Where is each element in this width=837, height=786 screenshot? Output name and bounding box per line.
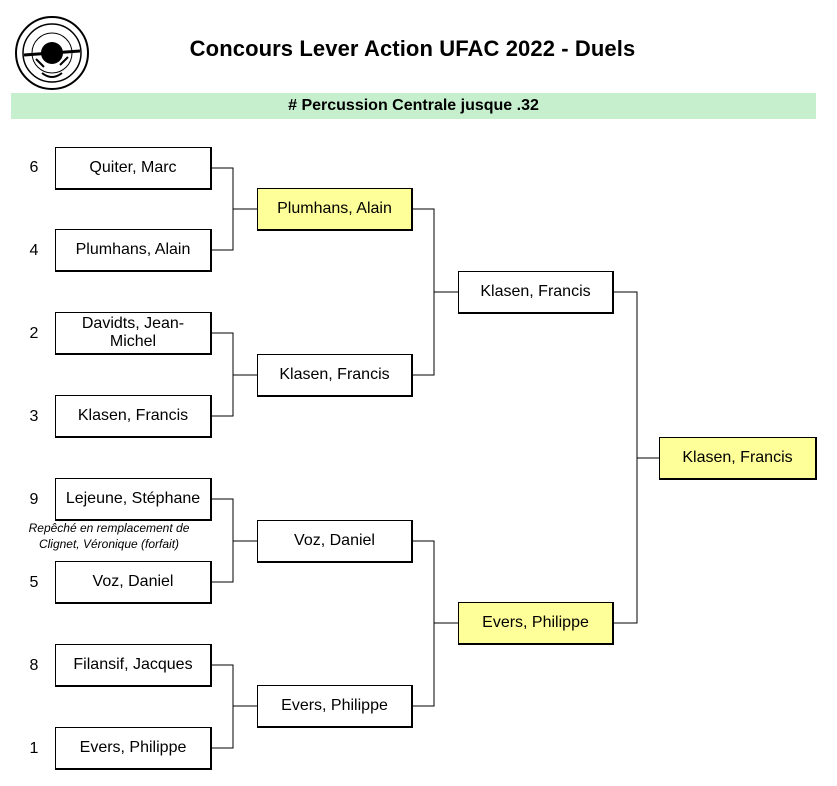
seed-number: 3 <box>29 408 39 425</box>
final-winner-box: Klasen, Francis <box>659 437 817 480</box>
page-title: Concours Lever Action UFAC 2022 - Duels <box>189 36 636 61</box>
logo-emblem-icon <box>15 16 89 90</box>
seed-number: 1 <box>29 740 39 757</box>
connector-r1-match3 <box>212 498 257 583</box>
seed-number: 8 <box>29 657 39 674</box>
round1-player-box: Davidts, Jean-Michel <box>55 312 212 355</box>
seed-number: 5 <box>29 574 39 591</box>
round1-player-box: Klasen, Francis <box>55 395 212 438</box>
category-banner: # Percussion Centrale jusque .32 <box>11 93 816 119</box>
round2-player-box: Voz, Daniel <box>257 520 413 563</box>
round1-player-box: Quiter, Marc <box>55 147 212 190</box>
ufac-logo <box>14 15 90 91</box>
round3-player-box: Klasen, Francis <box>458 271 614 314</box>
connector-r1-match1 <box>212 167 257 251</box>
round1-player-box: Filansif, Jacques <box>55 644 212 687</box>
round2-player-box: Evers, Philippe <box>257 685 413 728</box>
connector-r1-match2 <box>212 332 257 417</box>
seed-number: 4 <box>29 242 39 259</box>
seed-number: 9 <box>29 491 39 508</box>
round1-player-box: Voz, Daniel <box>55 561 212 604</box>
replacement-note: Repêché en remplacement de Clignet, Véro… <box>28 521 190 551</box>
connector-r3-final <box>614 291 659 624</box>
round2-player-box: Klasen, Francis <box>257 354 413 397</box>
connector-r2-match1 <box>413 208 458 376</box>
seed-number: 2 <box>29 325 39 342</box>
connector-r2-match2 <box>413 540 458 707</box>
round1-player-box: Evers, Philippe <box>55 727 212 770</box>
round1-player-box: Lejeune, Stéphane <box>55 478 212 521</box>
connector-r1-match4 <box>212 664 257 749</box>
round2-winner-box: Plumhans, Alain <box>257 188 413 231</box>
round3-winner-box: Evers, Philippe <box>458 602 614 645</box>
seed-number: 6 <box>29 159 39 176</box>
round1-player-box: Plumhans, Alain <box>55 229 212 272</box>
